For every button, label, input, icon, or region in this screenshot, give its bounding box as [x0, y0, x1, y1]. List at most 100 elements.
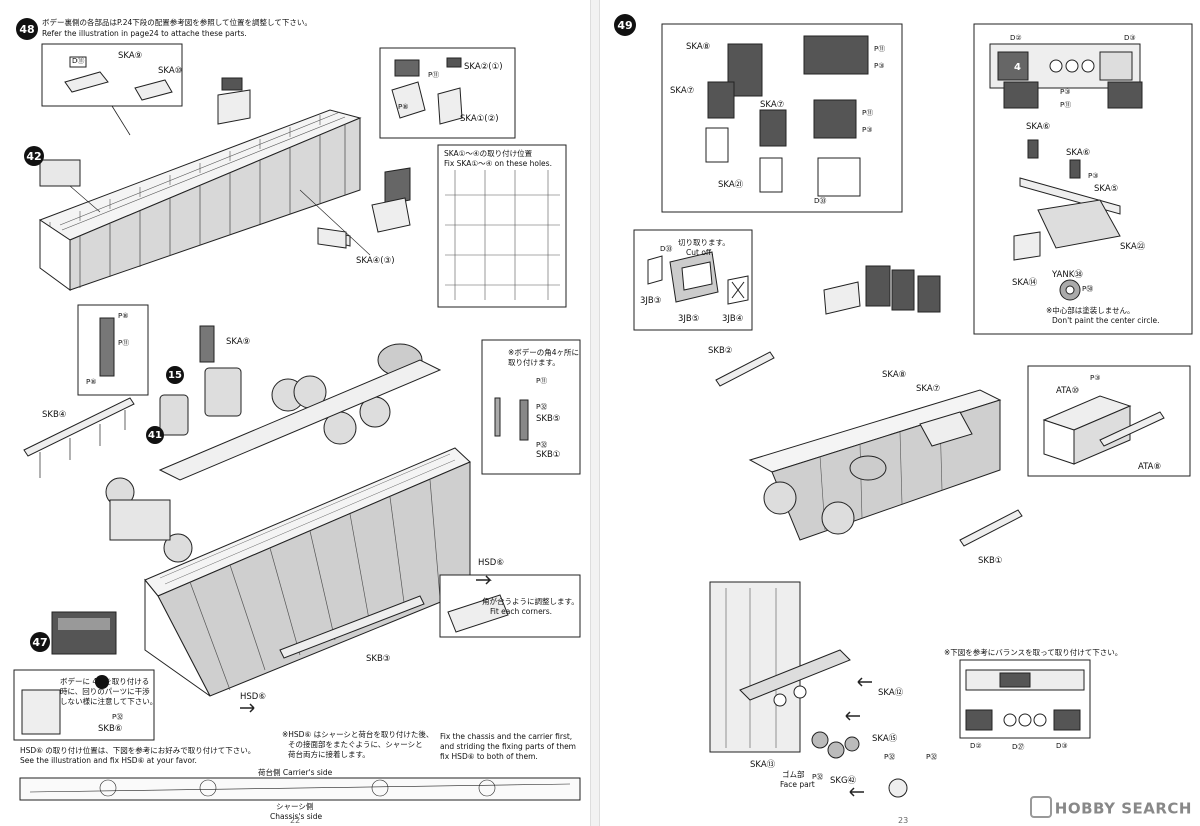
corner-note-jp2: 取り付けます。: [508, 358, 560, 367]
label-ska7-a: SKA⑦: [670, 86, 695, 96]
sub-step-42: 42: [24, 146, 44, 166]
label-p32-b: P㉜: [536, 441, 548, 449]
label-p3-rt2: P③: [1088, 172, 1099, 180]
label-p32-r1: P㉜: [812, 773, 824, 781]
label-d3-b: D③: [1056, 742, 1068, 750]
corner-note-jp1: ※ボデーの角4ヶ所に: [508, 348, 580, 357]
label-p8-a: P⑧: [398, 103, 409, 111]
label-ata8: ATA⑧: [1138, 462, 1162, 472]
label-p32-r3: P㉜: [926, 753, 938, 761]
mid-note-jp3: 荷台両方に接着します。: [288, 750, 370, 759]
warn-note-jp3: しない様に注意して下さい。: [60, 697, 158, 706]
label-skb5: SKB⑤: [536, 414, 561, 424]
label-p11-mid: P⑪: [862, 109, 874, 117]
label-p11-b: P⑪: [118, 339, 130, 347]
sub-step-47: 47: [30, 632, 50, 652]
mid-note-jp2: その接面部をまたぐように、シャーシと: [288, 740, 423, 749]
right-page-number: 23: [898, 816, 909, 825]
label-ska7-c: SKA⑦: [916, 384, 941, 394]
label-ska6-a: SKA⑥: [1026, 122, 1051, 132]
step-49-badge: 49: [614, 14, 636, 36]
step-48-illustration: [13, 43, 581, 801]
label-ska9: SKA⑨: [118, 51, 143, 61]
plate-number: 4: [1014, 62, 1021, 73]
label-p3-mid: P③: [862, 126, 873, 134]
label-ska13: SKA⑬: [750, 760, 776, 770]
label-p3: P⑧: [118, 312, 129, 320]
step-48-note-jp: ボデー裏側の各部品はP.24下段の配置参考図を参照して位置を調整して下さい。: [42, 18, 312, 27]
label-skb1-r: SKB①: [978, 556, 1003, 566]
cut-note-jp: 切り取ります。: [678, 238, 730, 247]
holes-note-en: Fix SKA①～④ on these holes.: [444, 159, 552, 168]
label-ska1-2: SKA①(②): [460, 114, 499, 124]
label-ska2-1: SKA②(①): [464, 62, 503, 72]
label-p11-c: P⑪: [536, 377, 548, 385]
label-skb6: SKB⑥: [98, 724, 123, 734]
fit-note-en: Fit each corners.: [490, 607, 553, 616]
label-ska10: SKA⑩: [158, 66, 183, 76]
label-ska12: SKA⑫: [878, 688, 904, 698]
hsd-note-jp: HSD⑥ の取り付け位置は、下図を参考にお好みで取り付けて下さい。: [20, 746, 256, 755]
label-ska9-b: SKA⑨: [226, 337, 251, 347]
label-d2: D②: [1010, 34, 1022, 42]
label-hsd6-a: HSD⑥: [478, 558, 504, 568]
label-skg62: SKG㊷: [830, 776, 857, 786]
label-ska21: SKA㉑: [718, 180, 744, 190]
label-d3: D③: [1124, 34, 1136, 42]
label-p3-ata: P③: [1090, 374, 1101, 382]
right-page: 49: [600, 0, 1200, 826]
label-p50: P㊿: [1082, 285, 1094, 293]
label-p11-a: P⑪: [428, 71, 440, 79]
label-ska8: SKA⑧: [686, 42, 711, 52]
brand-logo: HOBBY SEARCH: [1029, 796, 1192, 820]
label-p3-rt: P③: [1060, 88, 1071, 96]
label-d33: D㉝: [814, 197, 827, 205]
face-part-en: Face part: [780, 780, 815, 789]
label-ata10: ATA⑩: [1056, 386, 1080, 396]
label-d11: D⑪: [72, 57, 85, 65]
step-49-illustration: [633, 23, 1193, 798]
label-p11-rt: P⑪: [1060, 101, 1072, 109]
label-ska7-b: SKA⑦: [760, 100, 785, 110]
brand-logo-icon: [1029, 796, 1052, 818]
label-ska5: SKA⑤: [1094, 184, 1119, 194]
label-d27: D㉗: [1012, 743, 1025, 751]
balance-note-jp: ※下図を参考にバランスを取って取り付けて下さい。: [944, 648, 1123, 657]
step-48-badge: 48: [16, 18, 38, 40]
right-note-en2: and striding the fixing parts of them: [440, 742, 576, 751]
right-note-en1: Fix the chassis and the carrier first,: [440, 732, 573, 741]
cut-note-en: Cut off.: [686, 248, 714, 257]
label-p32-r2: P㉜: [884, 753, 896, 761]
carrier-side-label: 荷台側 Carrier's side: [258, 768, 333, 777]
fit-note-jp: 角が合うように調整します。: [482, 597, 579, 606]
label-p8-b: P⑧: [86, 378, 97, 386]
rubber-part-jp: ゴム部: [782, 770, 805, 779]
page-gutter: [590, 0, 600, 826]
label-p11-top: P⑪: [874, 45, 886, 53]
label-pc32: P㉜: [112, 713, 124, 721]
right-note-en3: fix HSD⑥ to both of them.: [440, 752, 538, 761]
sub-step-41: 41: [146, 426, 164, 444]
center-note-en: Don't paint the center circle.: [1052, 316, 1160, 325]
sub-step-15: 15: [166, 366, 184, 384]
label-skb3: SKB③: [366, 654, 391, 664]
label-hsd6-b: HSD⑥: [240, 692, 266, 702]
label-ska8-b: SKA⑧: [882, 370, 907, 380]
mid-note-jp1: ※HSD⑥ はシャーシと荷台を取り付けた後、: [282, 730, 434, 739]
label-d33-b: D㉝: [660, 245, 673, 253]
label-ska22: SKA㉒: [1120, 242, 1146, 252]
label-p3-top: P③: [874, 62, 885, 70]
holes-note-jp: SKA①～④の取り付け位置: [444, 149, 533, 158]
label-skb1: SKB①: [536, 450, 561, 460]
label-3jb4: 3JB④: [722, 314, 744, 324]
label-ska15: SKA⑮: [872, 734, 898, 744]
label-3jb3: 3JB③: [640, 296, 662, 306]
chassis-side-en: Chassis's side: [270, 812, 323, 821]
label-skb2: SKB②: [708, 346, 733, 356]
label-ska6-b: SKA⑥: [1066, 148, 1091, 158]
left-page-number: 22: [290, 816, 301, 825]
label-ska14: SKA⑭: [1012, 278, 1038, 288]
chassis-side-jp: シャーシ側: [276, 802, 314, 811]
label-3jb5: 3JB⑤: [678, 314, 700, 324]
label-d2-b: D②: [970, 742, 982, 750]
